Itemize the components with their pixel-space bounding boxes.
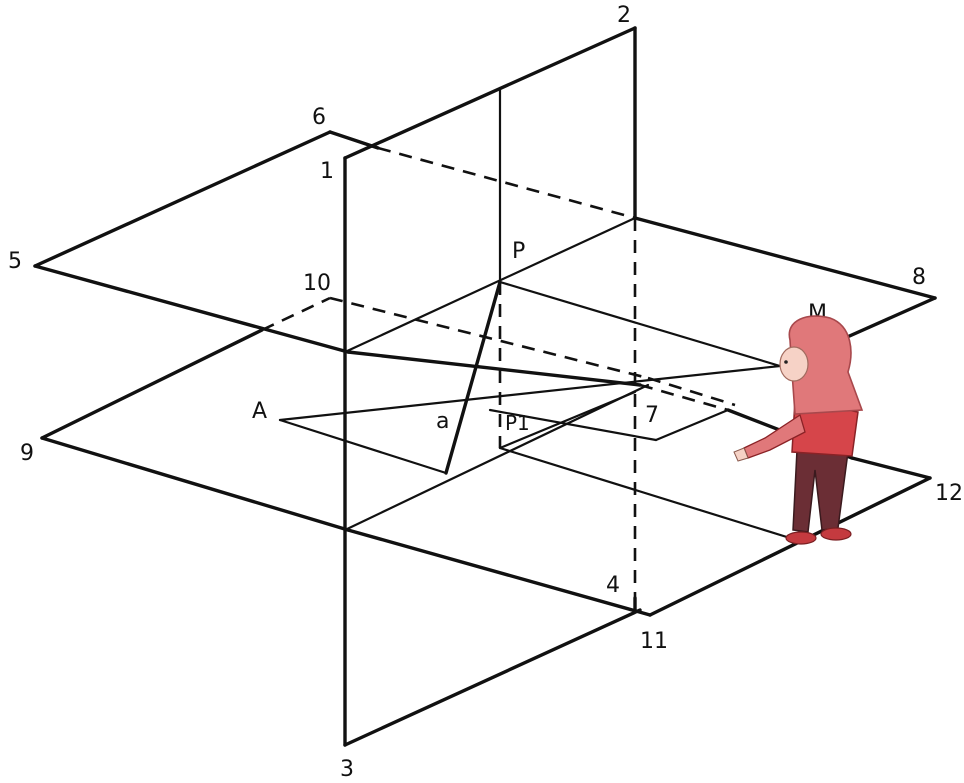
pants bbox=[792, 449, 849, 533]
label-6: 6 bbox=[312, 105, 326, 130]
upper-plane-edge-8-front bbox=[843, 296, 937, 340]
hand bbox=[733, 447, 749, 462]
lower-horizontal-plane bbox=[40, 296, 932, 617]
lower-plane-hidden-edge-10 bbox=[261, 296, 331, 332]
observer-figure bbox=[733, 315, 864, 545]
line-A-M bbox=[278, 364, 782, 422]
label-4: 4 bbox=[606, 573, 620, 598]
label-8: 8 bbox=[912, 265, 926, 290]
construction-lines bbox=[278, 86, 792, 540]
label-1: 1 bbox=[320, 159, 334, 184]
label-2: 2 bbox=[617, 3, 631, 28]
left-shoe bbox=[785, 531, 817, 545]
label-5: 5 bbox=[8, 249, 22, 274]
upper-plane-hidden-edge bbox=[377, 146, 636, 220]
upper-plane-front-edge-left bbox=[33, 264, 350, 354]
right-shoe bbox=[820, 527, 852, 541]
lower-plane-front-edge-9 bbox=[40, 436, 350, 532]
lower-plane-edge-9-left bbox=[40, 328, 264, 440]
lower-plane-edge-12-back bbox=[850, 456, 932, 480]
upper-plane-edge-to-8 bbox=[633, 216, 937, 300]
label-P1: P1 bbox=[505, 411, 530, 435]
line-P1-ground bbox=[498, 446, 792, 540]
vertical-plane-edge-1-2 bbox=[343, 26, 637, 160]
line-P-M bbox=[498, 280, 782, 368]
face bbox=[779, 346, 809, 382]
upper-plane-edge-5-6 bbox=[33, 130, 332, 268]
hood bbox=[788, 315, 864, 415]
lower-plane-front-edge-11 bbox=[346, 528, 652, 617]
label-7: 7 bbox=[645, 403, 659, 428]
line-P1-back bbox=[498, 390, 637, 450]
label-3: 3 bbox=[340, 757, 354, 782]
line-A-a bbox=[278, 418, 448, 475]
lower-plane-edge-11-12 bbox=[648, 476, 932, 617]
line-to-7 bbox=[488, 408, 658, 442]
label-9: 9 bbox=[20, 441, 34, 466]
point-labels: 2 6 1 5 10 P 8 M A a P1 7 9 12 4 11 3 bbox=[8, 3, 963, 782]
label-A: A bbox=[252, 399, 267, 424]
label-11: 11 bbox=[640, 629, 668, 654]
vertical-plane bbox=[343, 26, 642, 747]
lower-trace-line bbox=[343, 383, 650, 532]
vertical-plane-edge-3-4 bbox=[343, 608, 642, 747]
eye bbox=[784, 360, 788, 364]
line-7-edge bbox=[654, 408, 730, 442]
label-a: a bbox=[436, 409, 449, 434]
label-10: 10 bbox=[303, 271, 331, 296]
upper-horizontal-plane bbox=[33, 130, 937, 412]
lower-plane-hidden-back-edge bbox=[329, 296, 649, 380]
label-12: 12 bbox=[935, 481, 963, 506]
upper-trace-line bbox=[343, 216, 637, 354]
line-P-a bbox=[444, 280, 502, 475]
label-P: P bbox=[512, 239, 525, 264]
upper-plane-front-edge-hidden bbox=[639, 383, 729, 412]
upper-plane-front-edge-mid bbox=[346, 350, 642, 387]
lower-plane-hidden-back-edge-right bbox=[647, 376, 736, 407]
